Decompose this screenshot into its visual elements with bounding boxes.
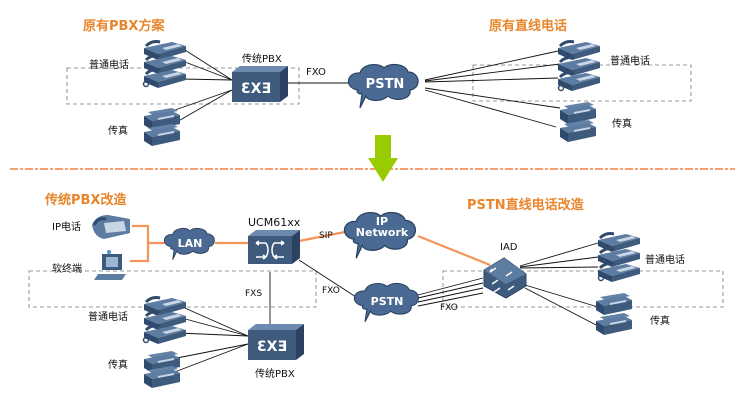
sip-label: SIP — [319, 231, 333, 241]
phone-group-box-right-bottom — [442, 270, 724, 308]
original-direct-line-title: 原有直线电话 — [489, 19, 568, 34]
ip-network-label-line1: IP — [376, 215, 388, 228]
softphone-label: 软终端 — [52, 264, 82, 275]
fax-label-top-right: 传真 — [612, 119, 632, 130]
phones-label-bottom-left: 普通电话 — [88, 312, 128, 323]
phone-cord-icon — [142, 80, 150, 88]
ucm-switch-icon — [247, 229, 301, 265]
phone-icon — [596, 262, 642, 284]
fax-label-top-left: 传真 — [108, 126, 128, 137]
pbx-upgrade-title: 传统PBX改造 — [45, 193, 127, 208]
ip-phone-icon — [92, 215, 130, 239]
fax-icon — [560, 102, 596, 124]
fax-icon — [596, 313, 632, 335]
down-arrow-icon — [368, 135, 398, 182]
phones-label-top-right: 普通电话 — [610, 56, 650, 67]
fax-label-bottom-left: 传真 — [108, 360, 128, 371]
phone-cord-icon — [597, 274, 605, 282]
pbx-label-bottom: 传统PBX — [255, 369, 295, 380]
phone-group-box-left — [66, 67, 300, 105]
softphone-computer-icon — [94, 250, 126, 280]
fxo-label-iad: FXO — [440, 303, 458, 313]
top-links — [174, 49, 561, 128]
fxo-label-bottom: FXO — [322, 286, 340, 296]
fxs-label: FXS — [245, 289, 263, 299]
pstn-upgrade-title: PSTN直线电话改造 — [467, 198, 584, 213]
fax-icon — [560, 120, 596, 142]
ip-links — [130, 224, 491, 267]
phones-label-bottom-right: 普通电话 — [645, 255, 685, 266]
bottom-links — [171, 242, 599, 374]
fax-icon — [596, 293, 632, 315]
bottom-section — [28, 211, 724, 388]
original-pbx-title: 原有PBX方案 — [83, 19, 165, 34]
phone-group-box-left-bottom — [28, 270, 317, 308]
phone-icon — [556, 71, 602, 93]
iad-router-icon — [483, 257, 527, 299]
phones-label-top-left: 普通电话 — [89, 60, 129, 71]
phone-icon — [142, 324, 188, 346]
fxo-label-top: FXO — [306, 67, 326, 78]
pstn-label-bottom: PSTN — [371, 295, 404, 308]
fax-label-bottom-right: 传真 — [650, 316, 670, 327]
pstn-label-top: PSTN — [366, 77, 405, 92]
ip-phone-label: IP电话 — [52, 222, 81, 233]
lan-label: LAN — [178, 237, 203, 250]
top-section — [66, 40, 692, 146]
pbx-label-top: 传统PBX — [242, 54, 282, 65]
phone-cord-icon — [142, 336, 150, 344]
iad-label: IAD — [500, 242, 518, 253]
pbx-icon — [248, 324, 304, 360]
ucm-label: UCM61xx — [248, 216, 301, 229]
ip-network-label-line2: Network — [356, 226, 409, 239]
pbx-icon — [232, 66, 288, 102]
phone-cord-icon — [557, 84, 565, 92]
phone-icon — [142, 68, 188, 90]
